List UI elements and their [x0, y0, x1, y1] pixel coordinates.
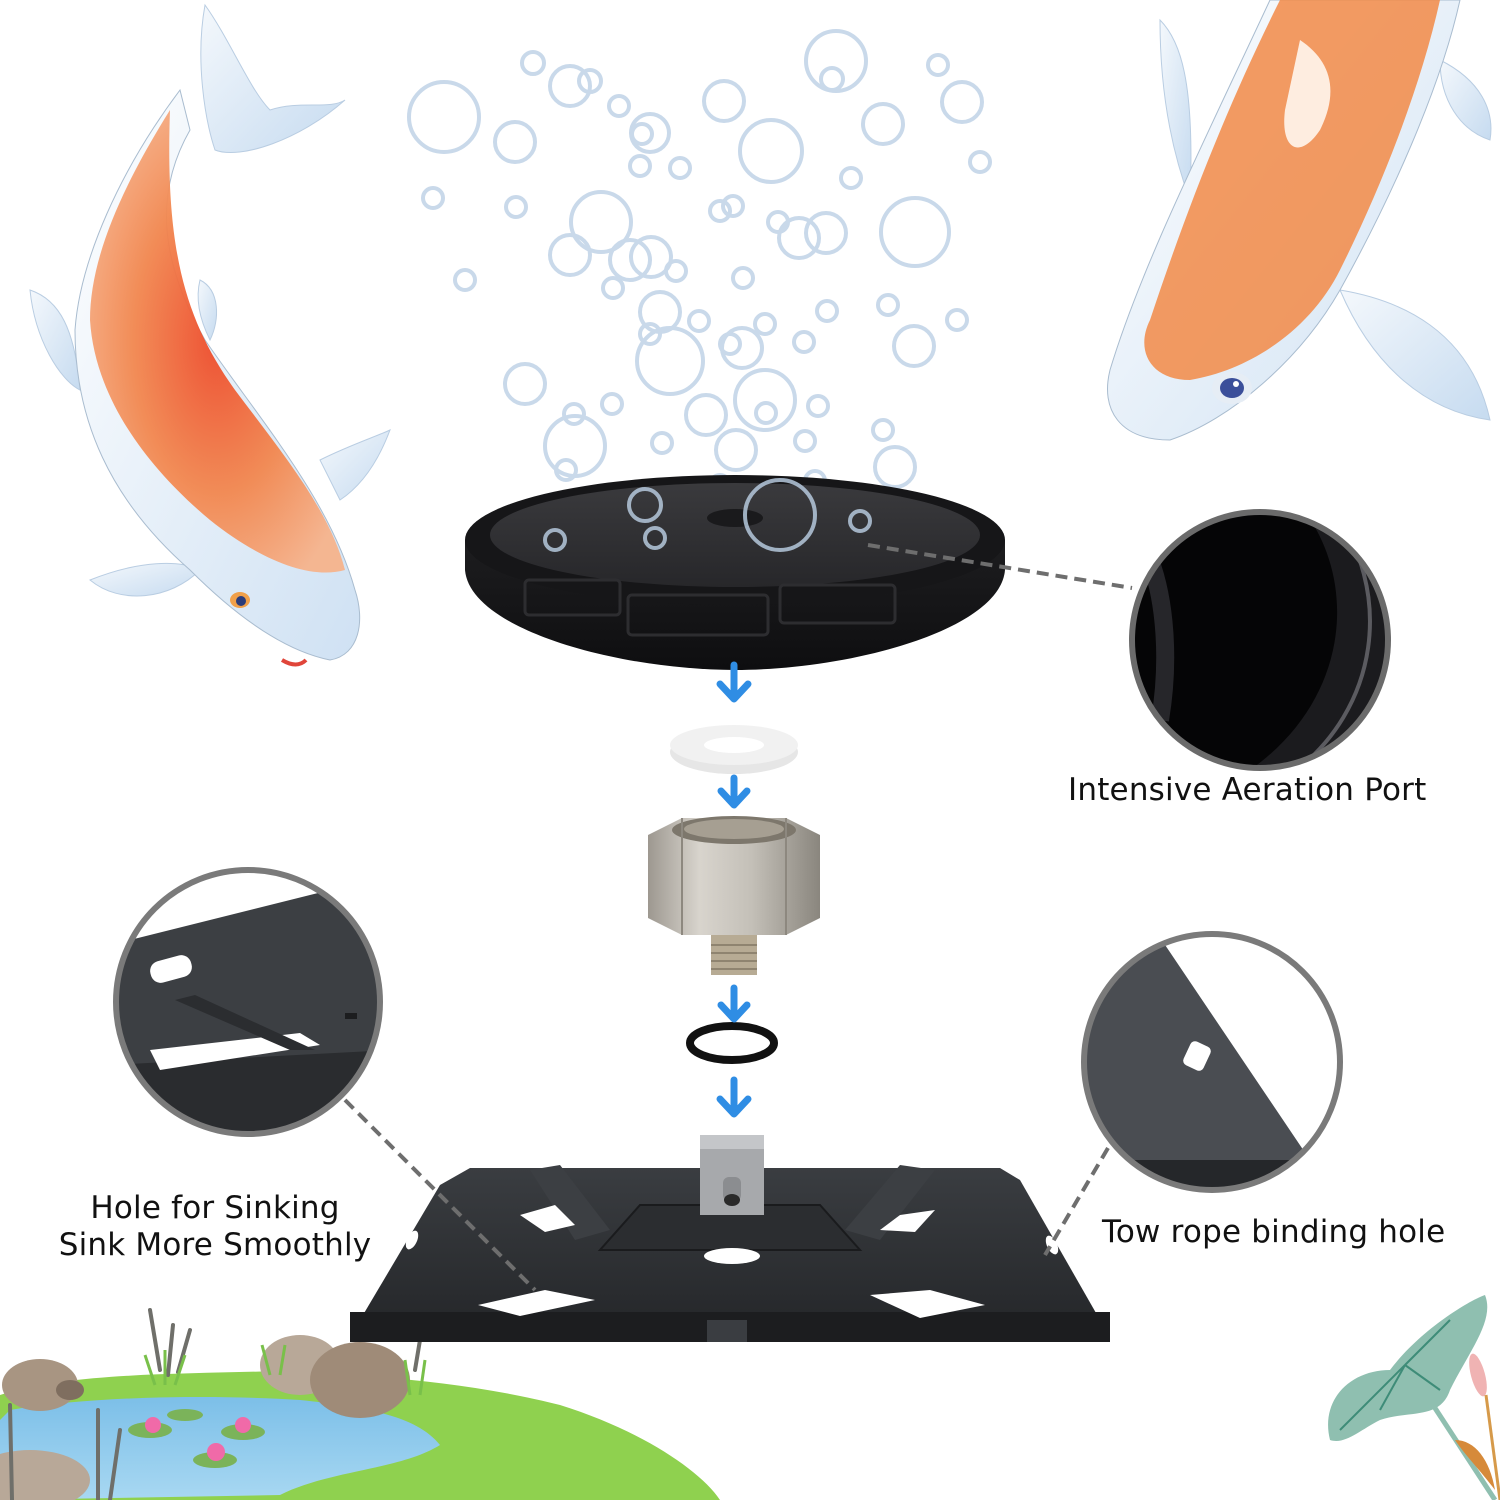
- leader-tow-rope: [1043, 1146, 1110, 1257]
- sinking-hole-label-line1: Hole for Sinking: [90, 1190, 340, 1226]
- sinking-base-plate: [350, 1135, 1110, 1342]
- sinking-hole-label: Hole for Sinking Sink More Smoothly: [50, 1190, 380, 1264]
- diffuser-disc: [465, 475, 1005, 670]
- tow-rope-label: Tow rope binding hole: [1102, 1214, 1446, 1250]
- o-ring: [686, 1022, 778, 1064]
- lotus-leaf-illustration: [1328, 1295, 1500, 1500]
- callout-aeration-port-circle: [1129, 509, 1391, 771]
- washer: [670, 725, 798, 774]
- arrow-down-icon: [717, 774, 751, 809]
- arrow-down-icon: [717, 984, 751, 1023]
- arrow-down-icon: [716, 1076, 752, 1118]
- sinking-hole-label-line2: Sink More Smoothly: [58, 1227, 372, 1264]
- leader-sinking-hole: [343, 1098, 537, 1292]
- leader-aeration-port: [867, 543, 1133, 590]
- koi-left-illustration: [29, 3, 391, 667]
- arrow-down-icon: [716, 661, 752, 703]
- callout-tow-rope-circle: [1081, 931, 1343, 1193]
- aeration-port-label: Intensive Aeration Port: [1068, 772, 1427, 808]
- pond-scene-illustration: [0, 1308, 720, 1500]
- hex-adapter: [648, 816, 820, 975]
- bubbles-illustration: [407, 29, 992, 553]
- koi-right-illustration: [1107, 0, 1492, 441]
